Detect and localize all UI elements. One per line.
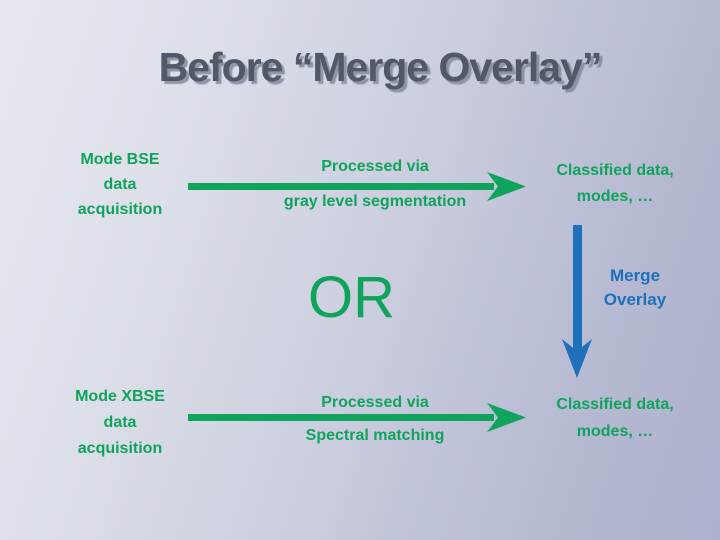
right-arrow-icon xyxy=(188,172,526,201)
result-label-bottom: Classified data, modes, … xyxy=(556,396,674,440)
right-arrow-icon xyxy=(188,403,526,432)
arrow-shaft xyxy=(573,225,582,351)
process-method-top: gray level segmentation xyxy=(283,193,467,210)
merge-overlay-label: Merge Overlay xyxy=(603,266,667,309)
down-arrow-icon xyxy=(562,225,592,378)
source-label-bse: Mode BSE data acquisition xyxy=(77,151,163,218)
slide-title: Before “Merge Overlay” xyxy=(158,44,603,90)
process-method-bottom: Spectral matching xyxy=(305,427,445,444)
arrow-shaft xyxy=(188,414,494,421)
arrowhead xyxy=(562,339,592,378)
or-label: OR xyxy=(308,265,395,330)
process-label-top: Processed via xyxy=(321,158,429,175)
source-label-xbse: Mode XBSE data acquisition xyxy=(75,388,165,457)
arrow-shaft xyxy=(188,183,494,190)
result-label-top: Classified data, modes, … xyxy=(556,162,674,205)
process-label-bottom: Processed via xyxy=(321,394,429,411)
arrowhead xyxy=(487,403,526,432)
arrowhead xyxy=(487,172,526,201)
